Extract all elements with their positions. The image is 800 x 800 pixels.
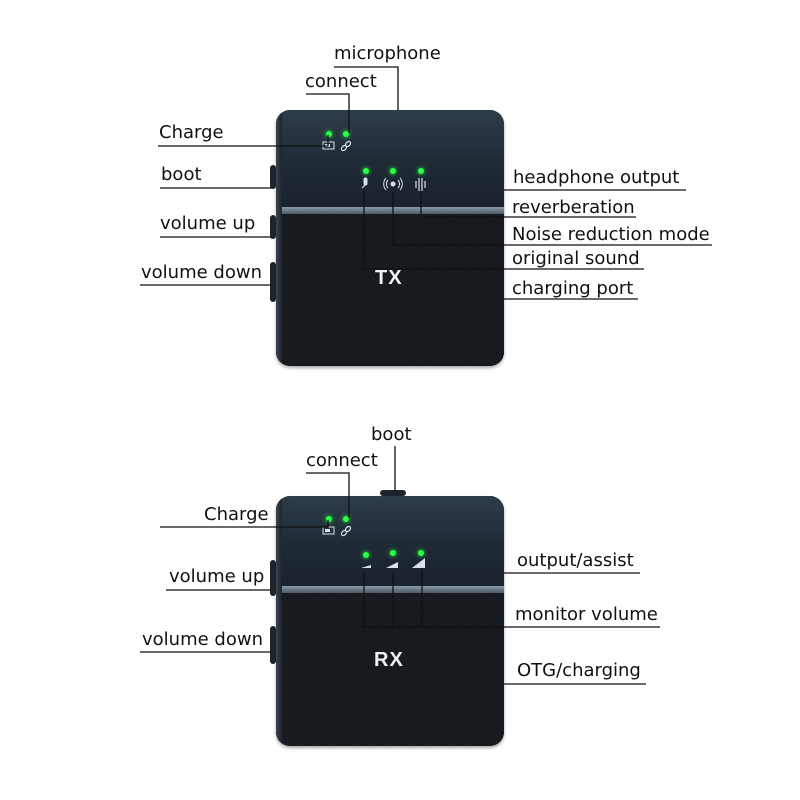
tx-mic-leader <box>363 190 644 270</box>
tx-volume-up-button[interactable] <box>270 215 276 239</box>
tx-boot-label: boot <box>161 164 202 185</box>
tx-noise-led <box>390 168 396 174</box>
rx-volume-up-label: volume up <box>169 566 265 587</box>
tx-noise-reduction-label: Noise reduction mode <box>512 224 710 245</box>
tx-side-edge <box>276 110 282 366</box>
tx-reverberation-label: reverberation <box>512 197 635 218</box>
tx-original-sound-label: original sound <box>512 248 640 269</box>
link-icon <box>340 140 352 152</box>
rx-otg-charging-label: OTG/charging <box>517 660 641 681</box>
rx-divider-band <box>276 586 504 593</box>
volume-level-icon <box>361 558 425 568</box>
rx-bottom-panel <box>276 593 504 746</box>
tx-connect-led <box>343 131 349 137</box>
rx-connect-led <box>343 516 349 522</box>
tx-connect-leader <box>306 93 350 133</box>
tx-device: TX <box>276 110 504 366</box>
tx-charge-led <box>326 131 332 137</box>
noise-reduction-icon <box>383 177 403 191</box>
rx-volume-up-button[interactable] <box>270 560 276 596</box>
rx-top-panel <box>276 496 504 586</box>
tx-microphone-label: microphone <box>334 43 441 64</box>
rx-side-edge <box>276 496 282 746</box>
rx-boot-button[interactable] <box>380 490 406 496</box>
tx-charge-label: Charge <box>159 122 224 143</box>
rx-model-label: RX <box>374 649 404 671</box>
rx-level1-led <box>363 552 369 558</box>
tx-microphone-leader <box>334 66 399 110</box>
rx-charge-led <box>326 516 332 522</box>
rx-volume-down-button[interactable] <box>270 626 276 664</box>
tx-charging-port-label: charging port <box>512 278 634 299</box>
reverb-icon <box>415 178 426 191</box>
tx-volume-up-label: volume up <box>160 213 256 234</box>
tx-headphone-output-label: headphone output <box>513 167 680 188</box>
tx-connect-label: connect <box>305 71 377 92</box>
rx-level2-led <box>390 550 396 556</box>
rx-level3-led <box>418 550 424 556</box>
microphone-icon <box>361 177 368 189</box>
tx-volume-down-label: volume down <box>141 262 262 283</box>
tx-volume-down-button[interactable] <box>270 262 276 302</box>
tx-bottom-panel <box>276 214 504 366</box>
rx-charge-label: Charge <box>204 504 269 525</box>
tx-model-label: TX <box>375 267 403 289</box>
rx-connect-label: connect <box>306 450 378 471</box>
rx-device: RX <box>276 496 504 746</box>
tx-top-panel <box>276 110 504 207</box>
tx-divider-band <box>276 207 504 214</box>
rx-output-assist-label: output/assist <box>517 550 634 571</box>
tx-mic-led <box>363 168 369 174</box>
link-icon <box>340 525 352 537</box>
tx-reverb-led <box>418 168 424 174</box>
rx-charge-leader <box>160 520 329 528</box>
rx-boot-label: boot <box>371 424 412 445</box>
rx-monitor-volume-label: monitor volume <box>515 604 658 625</box>
tx-noise-leader <box>392 192 712 246</box>
tx-charge-leader <box>158 135 329 147</box>
rx-volume-down-label: volume down <box>142 629 263 650</box>
tx-boot-button[interactable] <box>270 165 276 189</box>
tx-reverb-leader <box>420 192 636 218</box>
rx-connect-leader <box>306 472 350 518</box>
